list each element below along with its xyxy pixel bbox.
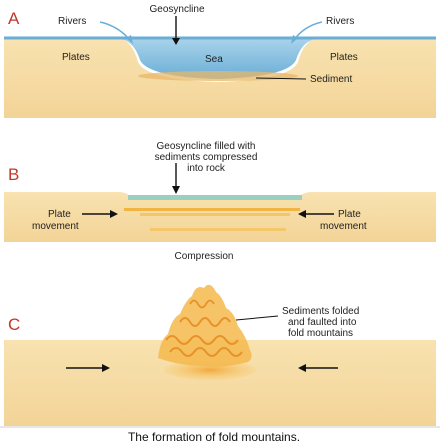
fold-mountain-mass [158,284,252,367]
panel-a-letter: A [8,9,20,28]
plate-left-arrowhead [110,210,118,218]
rivers-right-arrowhead [291,35,298,44]
fold-line-1 [165,335,239,345]
plate-left-label-line2: movement [32,221,79,232]
panel-c-note-line1: Sediments folded [282,306,359,317]
geosyncline-label: Geosyncline [149,4,204,15]
plate-left-label-line1: Plate [48,209,71,220]
compression-label: Compression [175,251,234,262]
panel-b-letter: B [8,165,19,184]
panel-a: A Geosyncline Rivers Rivers Plates Plate… [4,4,436,118]
panel-b-sediment-1 [124,208,300,211]
sea-label: Sea [205,54,223,65]
plates-right-label: Plates [330,52,358,63]
fold-line-4 [189,299,215,309]
sediment-label: Sediment [310,74,352,85]
panel-b-note-line2: sediments compressed [155,152,258,163]
panel-c-note-pointer [235,315,279,321]
plates-left-label: Plates [62,52,90,63]
panel-c-right-arrowhead [298,364,306,372]
panel-c-note-line2: and faulted into [288,317,357,328]
plate-right-label-line1: Plate [338,209,361,220]
panel-b-sediment-3 [150,228,286,231]
fold-line-2 [169,347,243,357]
panel-b-note-line1: Geosyncline filled with [157,141,256,152]
panel-c-left-arrowhead [102,364,110,372]
figure-caption: The formation of fold mountains. [128,430,300,444]
rivers-left-arrowhead [126,35,133,44]
rivers-left-label: Rivers [58,16,86,27]
geosyncline-arrowhead [172,38,180,45]
sediment-pointer [255,77,307,80]
panel-a-sediment-layer [138,71,298,81]
panel-a-sea [120,39,316,79]
panel-a-ground [4,38,436,118]
panel-b-ground [4,192,436,242]
panel-b-note-line3: into rock [187,163,226,174]
panel-c: C Sediments folded and faulted into fold… [4,284,436,426]
panel-b: B Geosyncline filled with sediments comp… [4,141,436,262]
panel-c-letter: C [8,315,20,334]
panel-b-basin-top [128,195,302,200]
panel-b-note-arrowhead [172,186,180,194]
plate-right-label-line2: movement [320,221,367,232]
panel-c-note-line3: fold mountains [288,328,353,339]
plate-right-arrowhead [298,210,306,218]
panel-b-sediment-2 [140,213,290,216]
fold-line-3 [179,317,231,327]
rivers-right-label: Rivers [326,16,354,27]
